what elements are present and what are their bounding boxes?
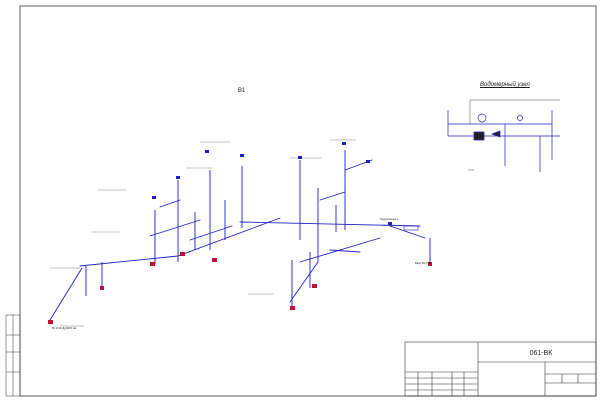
connection-note: Подключение к <box>380 218 399 221</box>
water-meter-unit <box>447 99 560 172</box>
binding-strip <box>5 314 21 397</box>
pipe-risers <box>85 150 431 306</box>
leader-lines <box>50 139 356 327</box>
stub-note: В1 d=20 Ду20/15 мм <box>52 327 77 330</box>
sheet-border <box>19 5 597 397</box>
water-meter-unit-title: Водомерный узел <box>480 82 530 88</box>
inlet-note: Ввод В1 (ПЭ) <box>415 262 432 265</box>
pipe-network <box>49 159 426 321</box>
title-block <box>404 341 597 397</box>
title-block-code: 061-ВК <box>529 350 553 357</box>
system-label: В1 <box>238 88 246 94</box>
fixtures <box>48 252 432 324</box>
valve-marks <box>152 142 419 231</box>
